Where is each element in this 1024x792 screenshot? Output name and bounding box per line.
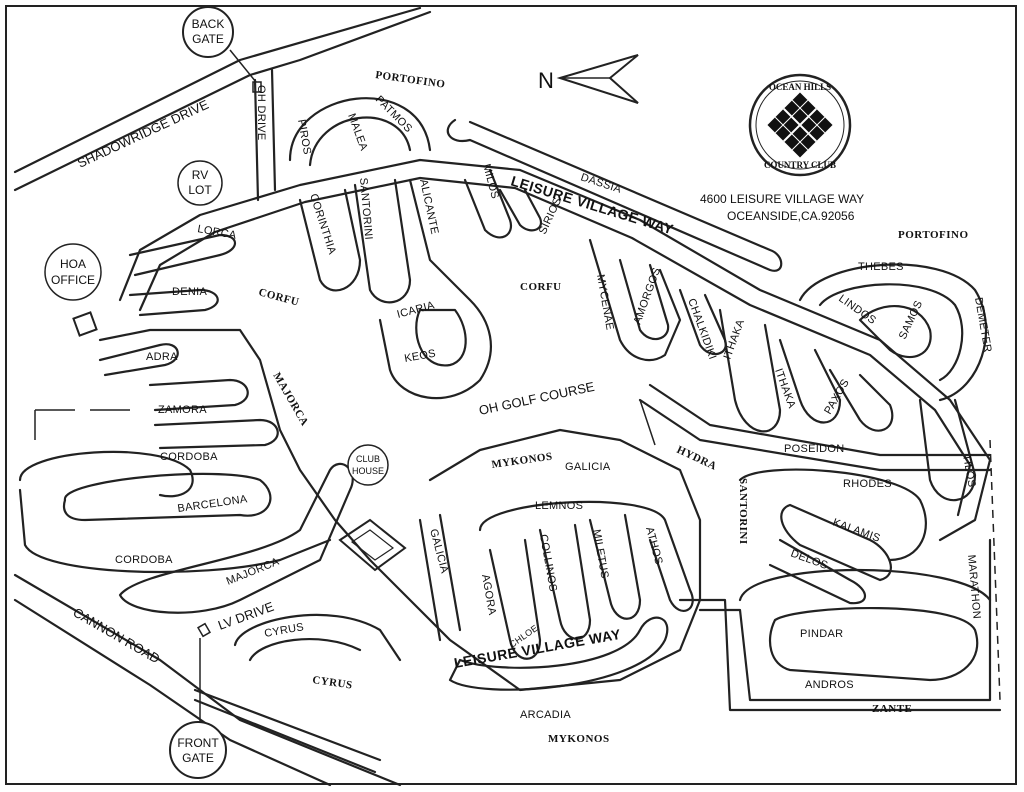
back-gate-icon [252, 81, 262, 93]
buildings [72, 81, 407, 638]
street-poseidon: POSEIDON [784, 443, 844, 455]
area-portofino-ne: PORTOFINO [898, 229, 969, 241]
street-piros: PIROS [295, 118, 313, 155]
street-denia: DENIA [172, 286, 207, 298]
area-hydra: HYDRA [675, 444, 719, 473]
area-portofino-nw: PORTOFINO [375, 69, 447, 91]
street-agora: AGORA [479, 573, 498, 616]
address-line-1: 4600 LEISURE VILLAGE WAY [700, 192, 864, 206]
street-collinos: COLLINOS [537, 533, 559, 592]
street-adra: ADRA [146, 351, 178, 363]
area-mykonos-north: MYKONOS [491, 451, 554, 471]
street-athos: ATHOS [643, 526, 665, 566]
street-cordoba-south: CORDOBA [115, 554, 173, 566]
area-santorini: SANTORINI [737, 478, 749, 545]
area-corfu-west: CORFU [257, 286, 300, 308]
hoa-building-icon [72, 311, 98, 337]
north-arrow-icon: N [538, 54, 639, 104]
street-arcadia: ARCADIA [520, 709, 571, 721]
street-cordoba-north: CORDOBA [160, 451, 218, 463]
street-barcelona: BARCELONA [177, 493, 249, 515]
street-galicia-north: GALICIA [565, 461, 611, 473]
street-thebes: THEBES [858, 261, 904, 273]
leisure-village-way-south-label: LEISURE VILLAGE WAY [453, 626, 623, 671]
exterior-roads [13, 6, 432, 787]
area-cyrus: CYRUS [312, 674, 354, 692]
hydra-poseidon-roads [638, 383, 992, 502]
street-kalamis: KALAMIS [831, 517, 882, 545]
oh-golf-course-label: OH GOLF COURSE [478, 379, 597, 418]
west-culdesacs [18, 233, 402, 662]
street-demeter: DEMETER [972, 296, 994, 353]
northeast-loops [798, 263, 988, 402]
compass-n-label: N [538, 68, 554, 93]
cannon-road-label: CANNON ROAD [71, 605, 163, 667]
street-rhodes: RHODES [843, 478, 892, 490]
north-culdesacs [288, 97, 894, 433]
logo-top-text: OCEAN HILLS [769, 82, 831, 92]
street-tilos: TILOS [960, 453, 978, 488]
street-pindar: PINDAR [800, 628, 843, 640]
street-mycenae: MYCENAE [594, 273, 616, 331]
street-miletus: MILETUS [590, 528, 610, 579]
clubhouse-building-icon [338, 518, 407, 572]
oh-drive-label: OH DRIVE [255, 85, 267, 141]
street-samos: SAMOS [897, 299, 925, 341]
area-zante: ZANTE [872, 703, 912, 715]
logo-bottom-text: COUNTRY CLUB [764, 160, 836, 170]
street-alicante: ALICANTE [417, 178, 440, 235]
ocean-hills-logo: OCEAN HILLS COUNTRY CLUB [748, 73, 852, 177]
street-paxos: PAXOS [822, 377, 852, 416]
street-andros: ANDROS [805, 679, 854, 691]
street-cyrus: CYRUS [263, 621, 304, 640]
map-border [5, 5, 1017, 785]
boundary-lines [34, 399, 1001, 701]
area-corfu-center: CORFU [520, 281, 562, 293]
street-delos: DELOS [789, 548, 830, 573]
southeast-loops [678, 468, 1002, 712]
street-patmos: PATMOS [373, 94, 414, 135]
oh-drive-road [253, 68, 277, 202]
street-lindos: LINDOS [836, 293, 878, 327]
area-mykonos-south: MYKONOS [548, 733, 610, 745]
street-zamora: ZAMORA [158, 404, 207, 416]
address-line-2: OCEANSIDE,CA.92056 [727, 209, 855, 223]
street-dassia: DASSIA [579, 171, 623, 196]
street-keos: KEOS [403, 348, 436, 365]
street-chalkidiki: CHALKIDIKI [685, 297, 718, 361]
mykonos-culdesacs [418, 500, 694, 691]
street-lemnos: LEMNOS [535, 500, 583, 512]
street-sirios: SIRIOS [537, 196, 564, 237]
front-gate-icon [197, 622, 211, 638]
street-icaria: ICARIA [396, 299, 437, 321]
street-santorini: SANTORINI [357, 177, 374, 240]
street-marathon: MARATHON [965, 554, 983, 619]
